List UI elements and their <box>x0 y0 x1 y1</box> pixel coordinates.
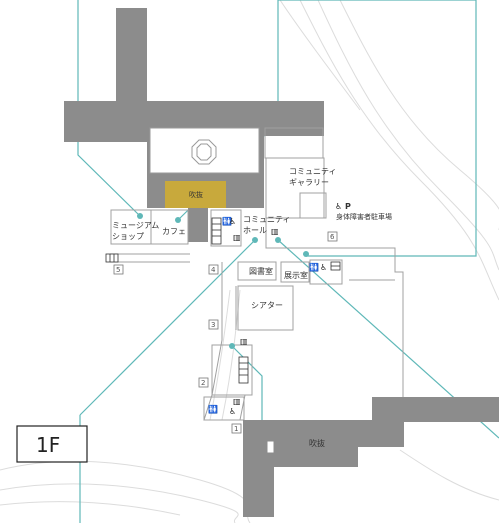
dot-east <box>303 251 309 257</box>
svg-text:P: P <box>345 202 351 211</box>
library-label: 図書室 <box>249 266 273 276</box>
stairs-icon-south <box>238 356 249 384</box>
upper-vertical-wing <box>116 8 147 103</box>
exhibition-label: 展示室 <box>284 270 308 280</box>
stairs-icon-west <box>211 217 222 245</box>
museum-shop-label-2: ショップ <box>112 232 144 241</box>
stairs-icon-shop <box>105 253 119 263</box>
facility-icons: 🚻 ♿ ▥ ▥ 🚻 ♿ ▥ ▥ 🚻 ♿ <box>105 216 341 416</box>
community-hall-label-2: ホール <box>243 226 267 235</box>
entrance-1: 1 <box>234 425 238 433</box>
dot-cafe <box>175 217 181 223</box>
accessible-parking-icon: ♿ P <box>335 202 351 211</box>
community-hall-label-1: コミュニティ <box>243 215 291 224</box>
dot-theater <box>229 343 235 349</box>
accessible-icon-east: ♿ <box>320 263 327 272</box>
lower-stair <box>266 440 275 454</box>
dot-shop <box>137 213 143 219</box>
toilet-icon-south: 🚻 <box>208 404 218 414</box>
elevator-icon-south: ▥ <box>233 397 241 406</box>
void-lower-label: 吹抜 <box>309 438 325 448</box>
courtyard <box>149 127 260 174</box>
cafe-label: カフェ <box>162 227 186 236</box>
toilet-icon-west: 🚻 <box>222 216 232 226</box>
entrance-6: 6 <box>330 233 335 241</box>
void-upper-label: 吹抜 <box>189 190 203 199</box>
guide-line-hall-left <box>79 239 256 416</box>
toilet-icon-east: 🚻 <box>309 262 319 272</box>
accessible-parking-label: 身体障害者駐車場 <box>336 212 392 221</box>
guide-line-theater <box>231 345 263 420</box>
community-gallery-label-2: ギャラリー <box>289 178 329 187</box>
guide-line-left <box>77 0 141 217</box>
theater-label: シアター <box>251 301 283 310</box>
elevator-icon-hall: ▥ <box>271 227 279 236</box>
void-upper <box>165 181 226 208</box>
cafe-block <box>188 208 208 242</box>
dot-hall-left <box>252 237 258 243</box>
dot-hall-right <box>275 237 281 243</box>
entrance-5: 5 <box>116 266 120 274</box>
svg-text:♿: ♿ <box>335 202 342 211</box>
community-gallery-label-1: コミュニティ <box>289 167 337 176</box>
entrance-4: 4 <box>211 266 216 274</box>
entrance-2: 2 <box>201 379 205 387</box>
entrance-markers: 1 2 3 4 5 6 <box>113 231 338 434</box>
accessible-icon-south: ♿ <box>229 407 236 416</box>
elevator-icon-theater: ▥ <box>240 337 248 346</box>
building-mass-lower <box>243 397 499 517</box>
stairs-icon-east <box>330 261 341 271</box>
guide-dots <box>137 213 309 349</box>
sculpture-icon <box>191 139 217 165</box>
floor-indicator: 1F <box>16 425 88 463</box>
room-labels: コミュニティ ギャラリー ミュージアム ショップ カフェ コミュニティ ホール … <box>112 167 392 310</box>
floor-label: 1F <box>36 433 60 457</box>
entrance-3: 3 <box>211 321 215 329</box>
museum-shop-label-1: ミュージアム <box>112 221 159 230</box>
elevator-icon-west: ▥ <box>233 233 241 242</box>
left-end-wing <box>64 134 148 142</box>
accessible-icon-west: ♿ <box>229 217 236 226</box>
